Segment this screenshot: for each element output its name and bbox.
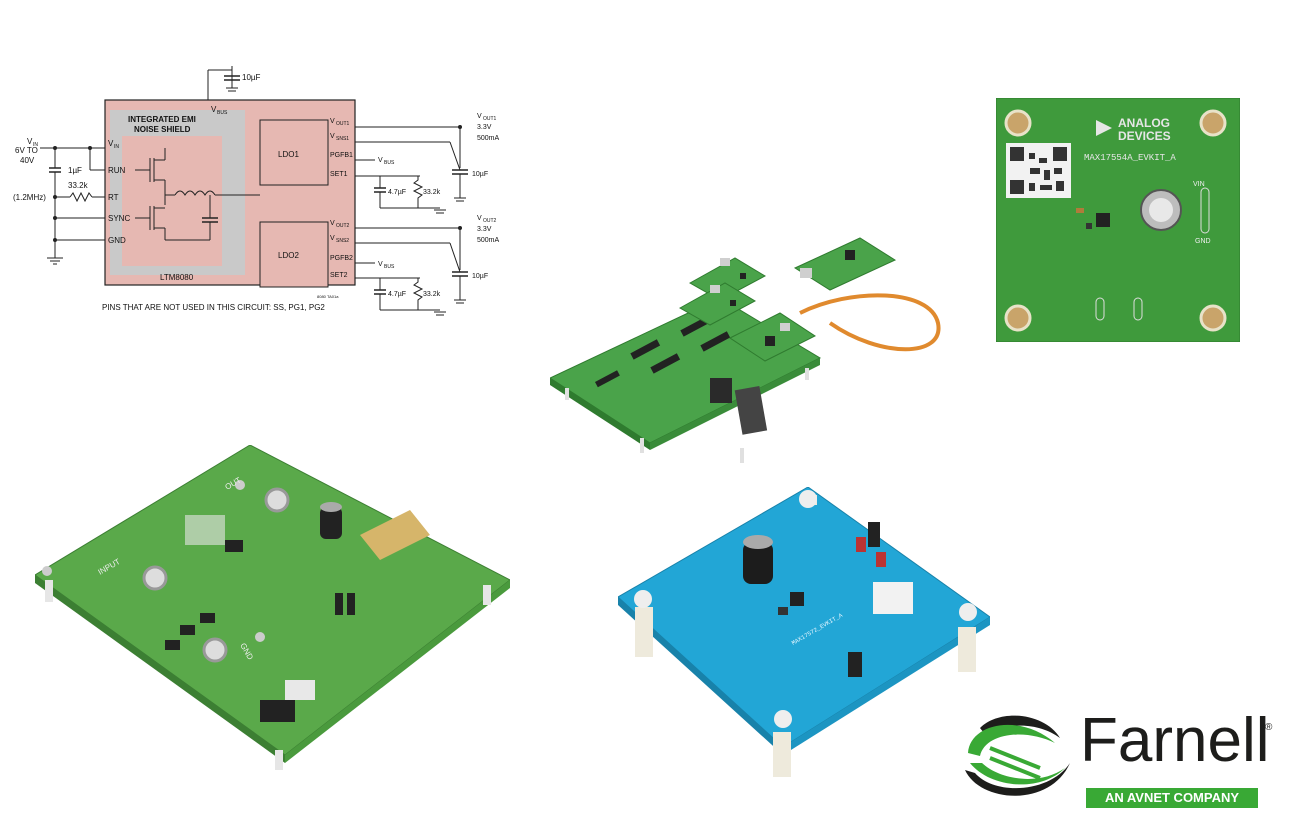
svg-text:SET2: SET2 bbox=[330, 272, 348, 279]
svg-text:V: V bbox=[330, 220, 335, 227]
svg-text:SET1: SET1 bbox=[330, 171, 348, 178]
svg-text:OUT1: OUT1 bbox=[483, 116, 497, 122]
svg-text:3.3V: 3.3V bbox=[477, 226, 492, 233]
svg-text:V: V bbox=[211, 105, 217, 114]
svg-text:500mA: 500mA bbox=[477, 237, 500, 244]
svg-text:INTEGRATED EMI: INTEGRATED EMI bbox=[128, 115, 196, 124]
svg-text:10µF: 10µF bbox=[472, 171, 488, 178]
svg-text:1µF: 1µF bbox=[68, 166, 82, 175]
max17554a-evkit-board: ANALOG DEVICES MAX17554A_EVKIT_A VIN GND bbox=[996, 98, 1240, 342]
svg-text:NOISE SHIELD: NOISE SHIELD bbox=[134, 125, 191, 134]
svg-text:10µF: 10µF bbox=[472, 273, 488, 280]
ltm8080-schematic: INTEGRATED EMI NOISE SHIELD LTM8080 10µF… bbox=[13, 66, 500, 316]
svg-text:V: V bbox=[378, 157, 383, 164]
svg-text:RUN: RUN bbox=[108, 166, 126, 175]
svg-text:V: V bbox=[108, 139, 114, 148]
svg-text:4.7µF: 4.7µF bbox=[388, 189, 406, 196]
svg-text:MAX17554A_EVKIT_A: MAX17554A_EVKIT_A bbox=[1084, 153, 1176, 163]
svg-text:33.2k: 33.2k bbox=[423, 291, 441, 298]
svg-text:LDO2: LDO2 bbox=[278, 251, 299, 260]
svg-text:500mA: 500mA bbox=[477, 135, 500, 142]
avnet-tagline: AN AVNET COMPANY bbox=[1086, 788, 1258, 808]
ldo2-block bbox=[259, 221, 329, 288]
svg-text:GND: GND bbox=[108, 236, 126, 245]
svg-text:40V: 40V bbox=[20, 156, 35, 165]
svg-text:OUT2: OUT2 bbox=[336, 223, 350, 229]
farnell-logo: Farnell ® AN AVNET COMPANY bbox=[960, 700, 1280, 815]
svg-text:RT: RT bbox=[108, 193, 119, 202]
svg-text:3.3V: 3.3V bbox=[477, 124, 492, 131]
svg-text:ANALOG: ANALOG bbox=[1118, 116, 1170, 130]
svg-text:LTM8080: LTM8080 bbox=[160, 273, 194, 282]
svg-text:SNS2: SNS2 bbox=[336, 238, 349, 244]
svg-text:4.7µF: 4.7µF bbox=[388, 291, 406, 298]
svg-text:OUT2: OUT2 bbox=[483, 218, 497, 224]
max17572-evkit-board: MAX17572_EVKIT_A bbox=[618, 487, 990, 777]
svg-text:10µF: 10µF bbox=[242, 73, 261, 82]
svg-text:V: V bbox=[330, 133, 335, 140]
svg-text:GND: GND bbox=[1195, 238, 1211, 245]
svg-text:SYNC: SYNC bbox=[108, 214, 130, 223]
svg-text:OUT1: OUT1 bbox=[336, 121, 350, 127]
svg-text:PGFB1: PGFB1 bbox=[330, 152, 353, 159]
large-green-evaluation-board: INPUT OUT GND bbox=[35, 445, 510, 770]
farnell-wordmark: Farnell bbox=[1080, 706, 1270, 775]
svg-text:8080 TA01a: 8080 TA01a bbox=[317, 294, 339, 299]
svg-text:33.2k: 33.2k bbox=[68, 181, 89, 190]
svg-text:BUS: BUS bbox=[384, 160, 395, 166]
svg-text:IN: IN bbox=[33, 142, 38, 148]
svg-text:V: V bbox=[477, 113, 482, 120]
svg-text:V: V bbox=[330, 235, 335, 242]
svg-text:(1.2MHz): (1.2MHz) bbox=[13, 193, 46, 202]
farnell-swoosh-icon bbox=[965, 715, 1070, 796]
svg-text:V: V bbox=[330, 118, 335, 125]
svg-text:V: V bbox=[477, 215, 482, 222]
svg-text:VIN: VIN bbox=[1193, 181, 1205, 188]
svg-text:DEVICES: DEVICES bbox=[1118, 129, 1171, 143]
evaluation-kit-with-cable bbox=[550, 237, 941, 463]
svg-text:SNS1: SNS1 bbox=[336, 136, 349, 142]
svg-text:BUS: BUS bbox=[217, 110, 228, 116]
ldo1-block bbox=[259, 119, 329, 186]
svg-text:V: V bbox=[27, 137, 33, 146]
registered-mark: ® bbox=[1265, 722, 1273, 733]
svg-text:LDO1: LDO1 bbox=[278, 150, 299, 159]
svg-text:IN: IN bbox=[114, 144, 119, 150]
svg-text:V: V bbox=[378, 261, 383, 268]
svg-text:BUS: BUS bbox=[384, 264, 395, 270]
svg-text:6V TO: 6V TO bbox=[15, 146, 38, 155]
svg-text:33.2k: 33.2k bbox=[423, 189, 441, 196]
svg-text:PINS THAT ARE NOT USED IN THIS: PINS THAT ARE NOT USED IN THIS CIRCUIT: … bbox=[102, 303, 325, 312]
svg-text:PGFB2: PGFB2 bbox=[330, 255, 353, 262]
